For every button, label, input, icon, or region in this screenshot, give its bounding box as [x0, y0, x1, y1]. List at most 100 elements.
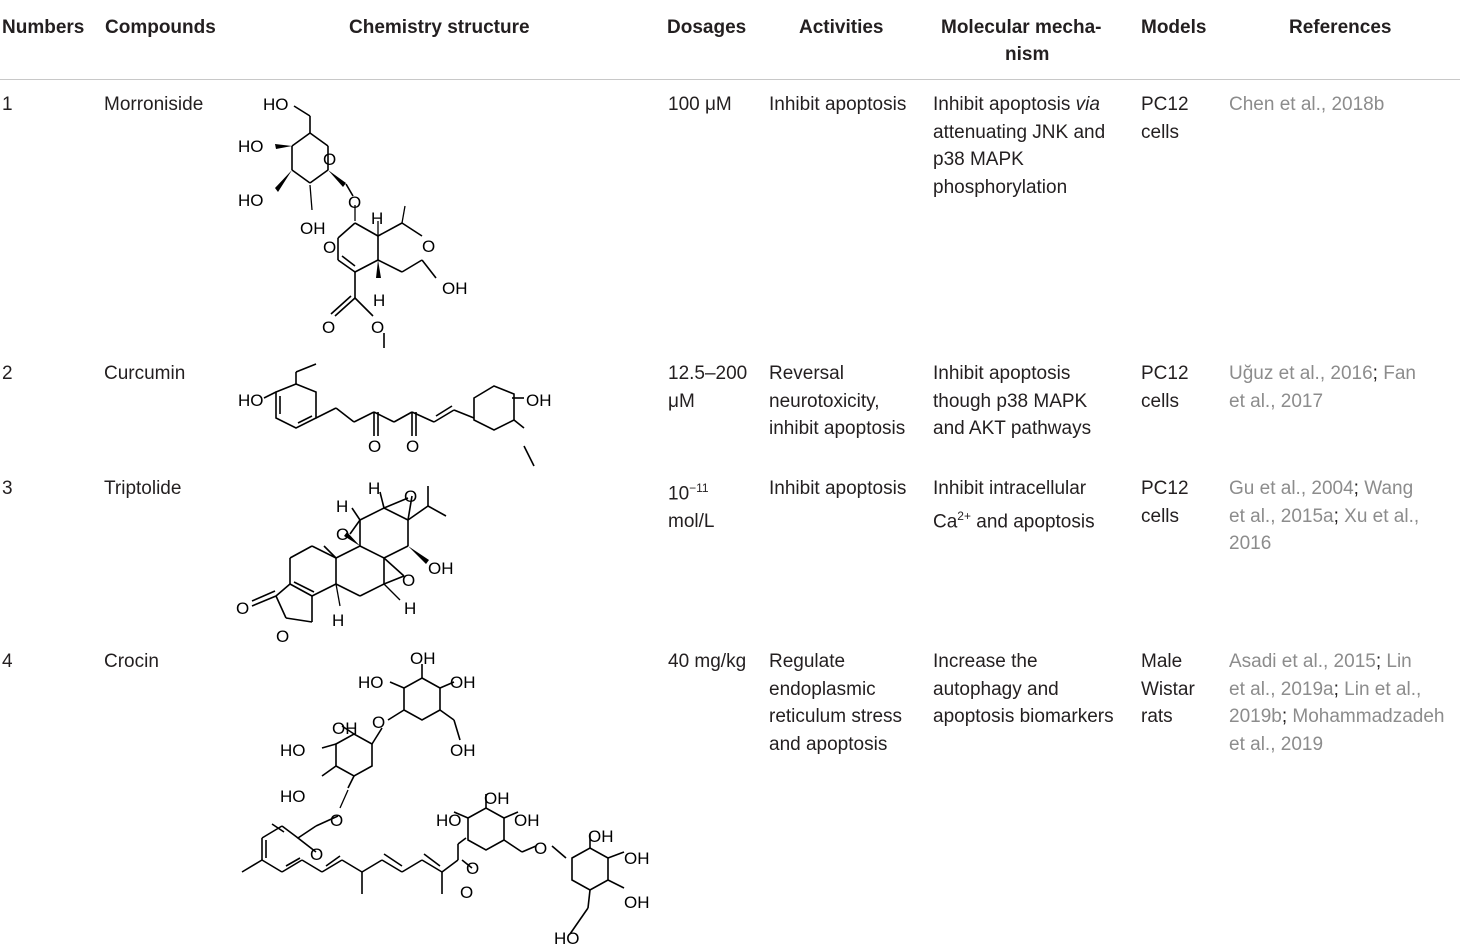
svg-text:O: O — [323, 150, 336, 169]
reference-link[interactable]: et al., 2015a — [1229, 505, 1334, 527]
references: Chen et al., 2018b — [1229, 91, 1384, 119]
svg-text:OH: OH — [332, 719, 358, 738]
svg-text:O: O — [348, 193, 361, 212]
svg-text:HO: HO — [280, 787, 306, 806]
crocin-structure: OH HO OH OH O OH HO HO O O OH HO OH O OH… — [241, 649, 650, 944]
svg-text:H: H — [373, 291, 385, 310]
svg-text:O: O — [368, 437, 381, 456]
reference-link[interactable]: Chen et al., 2018b — [1229, 94, 1385, 115]
curcumin-structure: HO OH O O — [238, 363, 552, 467]
svg-text:OH: OH — [514, 811, 540, 830]
model: PC12 cells — [1141, 363, 1189, 412]
model: PC12 cells — [1141, 94, 1189, 143]
svg-text:O: O — [330, 811, 343, 830]
svg-text:O: O — [323, 238, 336, 257]
svg-text:OH: OH — [442, 279, 468, 298]
reference-link[interactable]: Lin et al., — [1344, 678, 1422, 700]
header-references: References — [1289, 17, 1392, 38]
reference-link[interactable]: Fan — [1383, 363, 1416, 384]
svg-text:H: H — [404, 599, 416, 618]
svg-text:O: O — [534, 839, 547, 858]
activity: Inhibit apoptosis — [769, 478, 907, 499]
reference-link[interactable]: Mohammadzadeh — [1292, 706, 1445, 727]
header-models: Models — [1141, 17, 1207, 38]
svg-text:O: O — [322, 318, 335, 337]
compound-name: Curcumin — [104, 363, 186, 384]
header-compounds: Compounds — [105, 17, 216, 38]
svg-text:O: O — [336, 525, 349, 544]
svg-text:H: H — [332, 611, 344, 630]
references: Gu et al., 2004; Wang et al., 2015a; Xu … — [1229, 475, 1419, 558]
svg-text:O: O — [236, 599, 249, 618]
compound-name: Crocin — [104, 651, 159, 672]
svg-text:O: O — [404, 487, 417, 506]
svg-text:OH: OH — [450, 741, 476, 760]
svg-text:OH: OH — [588, 827, 614, 846]
dosage: 40 mg/kg — [668, 651, 747, 672]
reference-link[interactable]: Gu et al., 2004 — [1229, 478, 1354, 499]
svg-text:O: O — [310, 845, 323, 864]
row-number: 2 — [2, 363, 13, 384]
row-number: 4 — [2, 651, 13, 672]
compound-name: Triptolide — [104, 478, 182, 499]
model: PC12 cells — [1141, 478, 1189, 527]
svg-text:OH: OH — [300, 219, 326, 238]
svg-text:H: H — [336, 497, 348, 516]
reference-link[interactable]: 2019b — [1229, 706, 1282, 727]
reference-link[interactable]: Wang — [1364, 478, 1414, 499]
references: Asadi et al., 2015; Lin et al., 2019a; L… — [1229, 648, 1445, 758]
svg-text:HO: HO — [263, 95, 289, 114]
svg-text:O: O — [466, 859, 479, 878]
activity: Inhibit apoptosis — [769, 94, 907, 115]
svg-text:OH: OH — [410, 649, 436, 668]
model: Male Wistar rats — [1141, 651, 1195, 727]
header-mechanism-line2: nism — [1005, 44, 1050, 65]
mechanism: Inhibit intracellular Ca2+ and apoptosis — [933, 478, 1095, 532]
compound-name: Morroniside — [104, 94, 204, 115]
svg-text:HO: HO — [554, 929, 580, 944]
svg-text:OH: OH — [624, 849, 650, 868]
svg-text:O: O — [406, 437, 419, 456]
svg-text:HO: HO — [436, 811, 462, 830]
svg-text:HO: HO — [238, 191, 264, 210]
reference-link[interactable]: Lin — [1386, 651, 1412, 672]
header-activities: Activities — [799, 17, 884, 38]
reference-link[interactable]: et al., 2019 — [1229, 733, 1324, 755]
svg-text:OH: OH — [428, 559, 454, 578]
mechanism: Inhibit apoptosis via attenuating JNK an… — [933, 94, 1106, 198]
header-numbers: Numbers — [2, 17, 85, 38]
svg-text:HO: HO — [358, 673, 384, 692]
svg-text:OH: OH — [624, 893, 650, 912]
svg-text:OH: OH — [484, 789, 510, 808]
reference-link[interactable]: Asadi et al., 2015 — [1229, 651, 1376, 672]
svg-text:HO: HO — [238, 391, 264, 410]
svg-text:HO: HO — [280, 741, 306, 760]
header-dosages: Dosages — [667, 17, 747, 38]
svg-text:HO: HO — [238, 137, 264, 156]
reference-link[interactable]: et al., 2019a — [1229, 678, 1334, 700]
header-structure: Chemistry structure — [349, 17, 530, 38]
morroniside-structure: HO HO HO OH O O H H O O OH O O — [238, 95, 468, 348]
triptolide-structure: H H O O OH O H H O O — [236, 479, 454, 646]
activity: Reversal neurotoxicity, inhibit apoptosi… — [769, 363, 906, 439]
references: Uğuz et al., 2016; Fan et al., 2017 — [1229, 360, 1416, 415]
reference-link[interactable]: Xu et al., — [1344, 505, 1420, 527]
reference-link[interactable]: et al., 2017 — [1229, 390, 1324, 412]
activity: Regulate endoplasmic reticulum stress an… — [769, 651, 903, 755]
svg-text:O: O — [402, 571, 415, 590]
header-divider — [0, 79, 1460, 80]
dosage: 100 μM — [668, 94, 732, 115]
svg-text:O: O — [371, 318, 384, 337]
dosage: 10−11 mol/L — [668, 481, 715, 532]
svg-text:OH: OH — [526, 391, 552, 410]
header-mechanism-line1: Molecular mecha- — [941, 17, 1102, 38]
svg-text:OH: OH — [450, 673, 476, 692]
svg-text:O: O — [460, 883, 473, 902]
reference-link[interactable]: Uğuz et al., 2016 — [1229, 363, 1373, 384]
reference-link[interactable]: 2016 — [1229, 533, 1272, 554]
row-number: 1 — [2, 94, 13, 115]
mechanism: Increase the autophagy and apoptosis bio… — [933, 651, 1114, 727]
svg-text:H: H — [371, 209, 383, 228]
table-header: Numbers Compounds Chemistry structure Do… — [0, 0, 1460, 79]
svg-text:O: O — [372, 713, 385, 732]
